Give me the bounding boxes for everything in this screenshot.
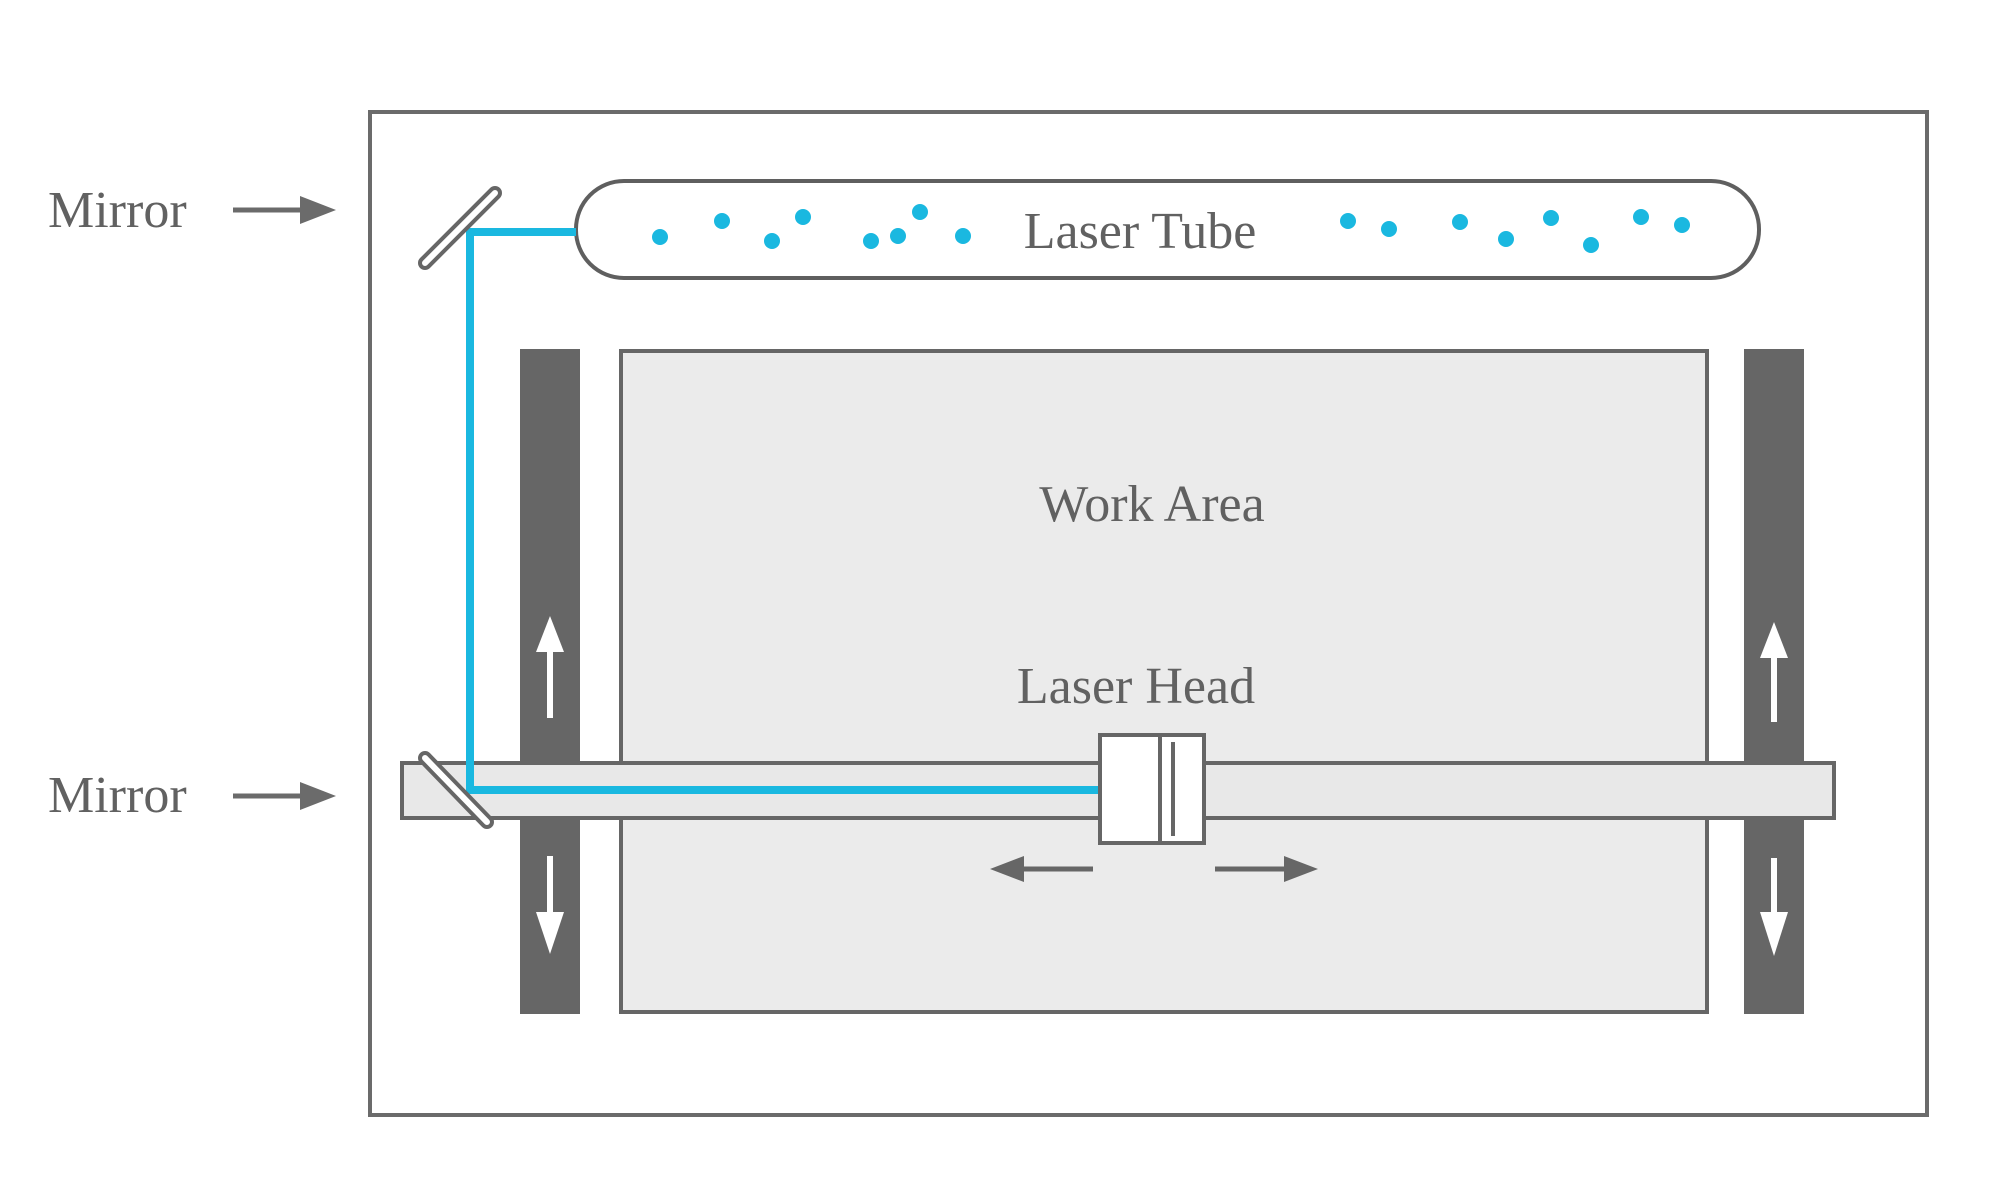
top-mirror [418, 186, 502, 270]
right-rail-down-arrow-icon [1760, 858, 1788, 956]
laser-head [1098, 733, 1206, 845]
left-rail-down-arrow-icon [536, 856, 564, 954]
head-left-arrow-icon [990, 856, 1093, 882]
work-area-label: Work Area [1039, 476, 1264, 533]
mirror-top-label: Mirror [48, 182, 187, 239]
head-right-arrow-icon [1215, 856, 1318, 882]
right-rail-up-arrow-icon [1760, 622, 1788, 722]
bottom-mirror [418, 751, 494, 829]
mirror-top-arrow-icon [233, 196, 336, 224]
laser-head-label: Laser Head [1017, 658, 1255, 715]
left-rail-up-arrow-icon [536, 616, 564, 718]
laser-beam [466, 228, 1158, 794]
mirror-bottom-arrow-icon [233, 782, 336, 810]
laser-tube-particles [652, 204, 1690, 253]
laser-tube-label: Laser Tube [1024, 203, 1257, 260]
mirror-bottom-label: Mirror [48, 767, 187, 824]
work-area [619, 349, 1709, 1014]
machine-frame [368, 110, 1929, 1117]
